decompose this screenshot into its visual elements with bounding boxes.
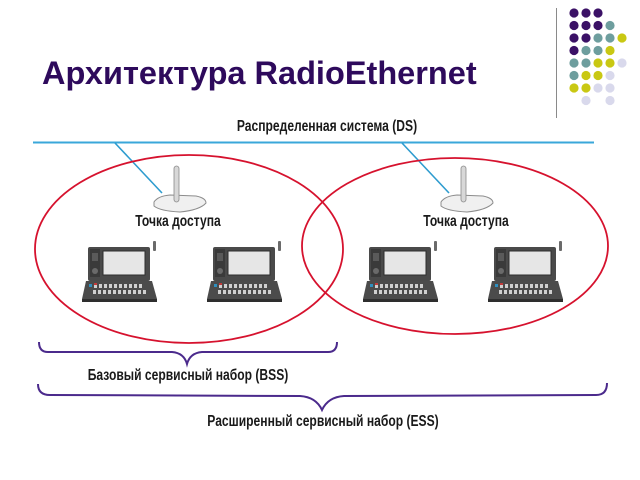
title-divider bbox=[556, 8, 557, 118]
access-point-icon bbox=[153, 165, 207, 213]
laptop-icon bbox=[487, 240, 564, 303]
bss2-coverage-ellipse bbox=[301, 157, 609, 335]
ap2-link-line bbox=[401, 142, 450, 194]
ess-label: Расширенный сервисный набор (ESS) bbox=[207, 413, 439, 430]
ds-label: Распределенная система (DS) bbox=[236, 118, 418, 135]
access-point-label: Точка доступа bbox=[135, 213, 221, 230]
ess-brace bbox=[37, 382, 608, 413]
access-point-icon bbox=[440, 165, 494, 213]
bss1-coverage-ellipse bbox=[34, 154, 344, 344]
laptop-icon bbox=[206, 240, 283, 303]
laptop-icon bbox=[362, 240, 439, 303]
bss-brace bbox=[38, 341, 338, 368]
ap1-link-line bbox=[114, 142, 163, 194]
slide-title: Архитектура RadioEthernet bbox=[42, 55, 477, 91]
bss-label: Базовый сервисный набор (BSS) bbox=[87, 367, 289, 384]
access-point-label: Точка доступа bbox=[423, 213, 509, 230]
laptop-icon bbox=[81, 240, 158, 303]
